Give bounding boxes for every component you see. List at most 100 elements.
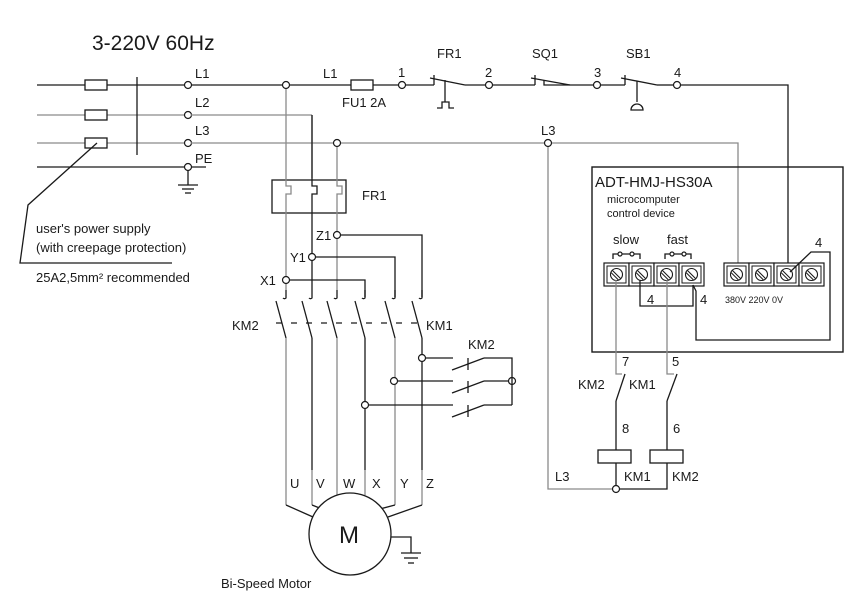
node-7-label: 7 [622, 354, 629, 369]
fast-label: fast [667, 232, 688, 247]
wire-4-loop [692, 251, 831, 341]
interlock-km2-contact [615, 373, 626, 402]
control-l3-label: L3 [541, 123, 555, 138]
ground-icon [178, 171, 198, 194]
power-circuit: FR1 Z1 Y1 X1 KM2 KM1 KM2 [221, 89, 517, 591]
phase-l2-line [311, 115, 318, 290]
terminal-u: U [290, 476, 299, 491]
screw-slot [662, 270, 671, 279]
km1-main-label: KM1 [426, 318, 453, 333]
pushbutton-icon [630, 103, 644, 111]
screw-slot [807, 270, 816, 279]
motor-leads [285, 470, 423, 518]
node-2-label: 2 [485, 65, 492, 80]
slow-label: slow [613, 232, 640, 247]
motor-label: Bi-Speed Motor [221, 576, 312, 591]
fr1-power-label: FR1 [362, 188, 387, 203]
km2-star-contacts [369, 357, 513, 418]
contact-hook [418, 290, 423, 300]
screw-slot [635, 272, 644, 281]
contact-blade [301, 300, 313, 339]
fuse-fu1 [350, 79, 374, 91]
motor-ground-icon [391, 536, 421, 564]
coil-km2 [649, 449, 684, 464]
supply-note-line3: 25A2,5mm² recommended [36, 270, 190, 285]
screw-slot [755, 272, 764, 281]
contact-blade [411, 300, 423, 339]
node-1 [397, 80, 407, 90]
node-l3-tap [332, 138, 342, 148]
node-1-label: 1 [398, 65, 405, 80]
terminal-l1 [183, 80, 193, 90]
fr1-contact-label: FR1 [437, 46, 462, 61]
diagram-title: 3-220V 60Hz [92, 32, 215, 55]
controller-outline [591, 166, 844, 353]
node-3-label: 3 [594, 65, 601, 80]
label-l1: L1 [195, 66, 209, 81]
note-leader-line [19, 142, 172, 264]
contact-blade [326, 300, 338, 339]
screw-slot [610, 272, 619, 281]
interlock-right-label: KM1 [629, 377, 656, 392]
motor-symbol: M [339, 522, 359, 549]
supply-note-line2: (with creepage protection) [36, 240, 186, 255]
node-4 [672, 80, 682, 90]
node-4-label: 4 [674, 65, 681, 80]
fast-relay-icon [664, 251, 692, 259]
label-l3: L3 [195, 123, 209, 138]
terminal-w: W [343, 476, 356, 491]
controller-desc-2: control device [607, 208, 675, 220]
terminal-l2 [183, 110, 193, 120]
contactor-contacts [275, 290, 423, 470]
terminal-v: V [316, 476, 325, 491]
incoming-supply: L1 L2 L3 PE user's power supply (with cr… [19, 66, 213, 285]
tap-y1-label: Y1 [290, 250, 306, 265]
main-fuse-l3 [84, 137, 108, 149]
contact-hook [282, 290, 287, 300]
node-l3-control [543, 138, 553, 148]
main-fuse-l2 [84, 109, 108, 121]
node-l1-tap [281, 80, 291, 90]
coil-circuit: 7 5 KM2 KM1 8 6 L3 KM1 KM2 [555, 280, 699, 494]
controller-device: ADT-HMJ-HS30A microcomputer control devi… [591, 166, 844, 353]
node-5-label: 5 [672, 354, 679, 369]
node-2 [484, 80, 494, 90]
supply-wire-label: 4 [815, 235, 822, 250]
node-3 [592, 80, 602, 90]
output-terminal [653, 262, 680, 287]
motor-lead-bend [387, 504, 423, 518]
main-fuse-l1 [84, 79, 108, 91]
output-terminal [678, 262, 705, 287]
tap-z1 [332, 230, 342, 240]
sq1-label: SQ1 [532, 46, 558, 61]
contact-hook [308, 290, 313, 300]
terminal-y: Y [400, 476, 409, 491]
contact-hook [391, 290, 396, 300]
fr1-thermal-relay [271, 179, 347, 214]
sb1-push-button [601, 75, 658, 111]
fuse-label: FU1 2A [342, 95, 386, 110]
coil-common-node [611, 484, 621, 494]
wire-l3-to-380v [552, 142, 739, 265]
terminal-pe [183, 162, 193, 172]
screw-slot [780, 272, 789, 281]
screw-slot [687, 270, 696, 279]
label-l2: L2 [195, 95, 209, 110]
coil-l3-label: L3 [555, 469, 569, 484]
motor-icon [308, 492, 392, 576]
node-6-label: 6 [673, 421, 680, 436]
interlock-km1-contact [666, 373, 678, 402]
terminal-z: Z [426, 476, 434, 491]
fast-out-label: 4 [700, 292, 707, 307]
supply-terminal [748, 262, 775, 287]
screw-slot [685, 272, 694, 281]
node-8-label: 8 [622, 421, 629, 436]
contact-blade [354, 300, 366, 339]
controller-desc-1: microcomputer [607, 194, 680, 206]
supply-terminal-block [723, 262, 825, 287]
supply-terminal [798, 262, 825, 287]
tap-z1-label: Z1 [316, 228, 331, 243]
supply-note-line1: user's power supply [36, 221, 151, 236]
coil-km1-label: KM1 [624, 469, 651, 484]
